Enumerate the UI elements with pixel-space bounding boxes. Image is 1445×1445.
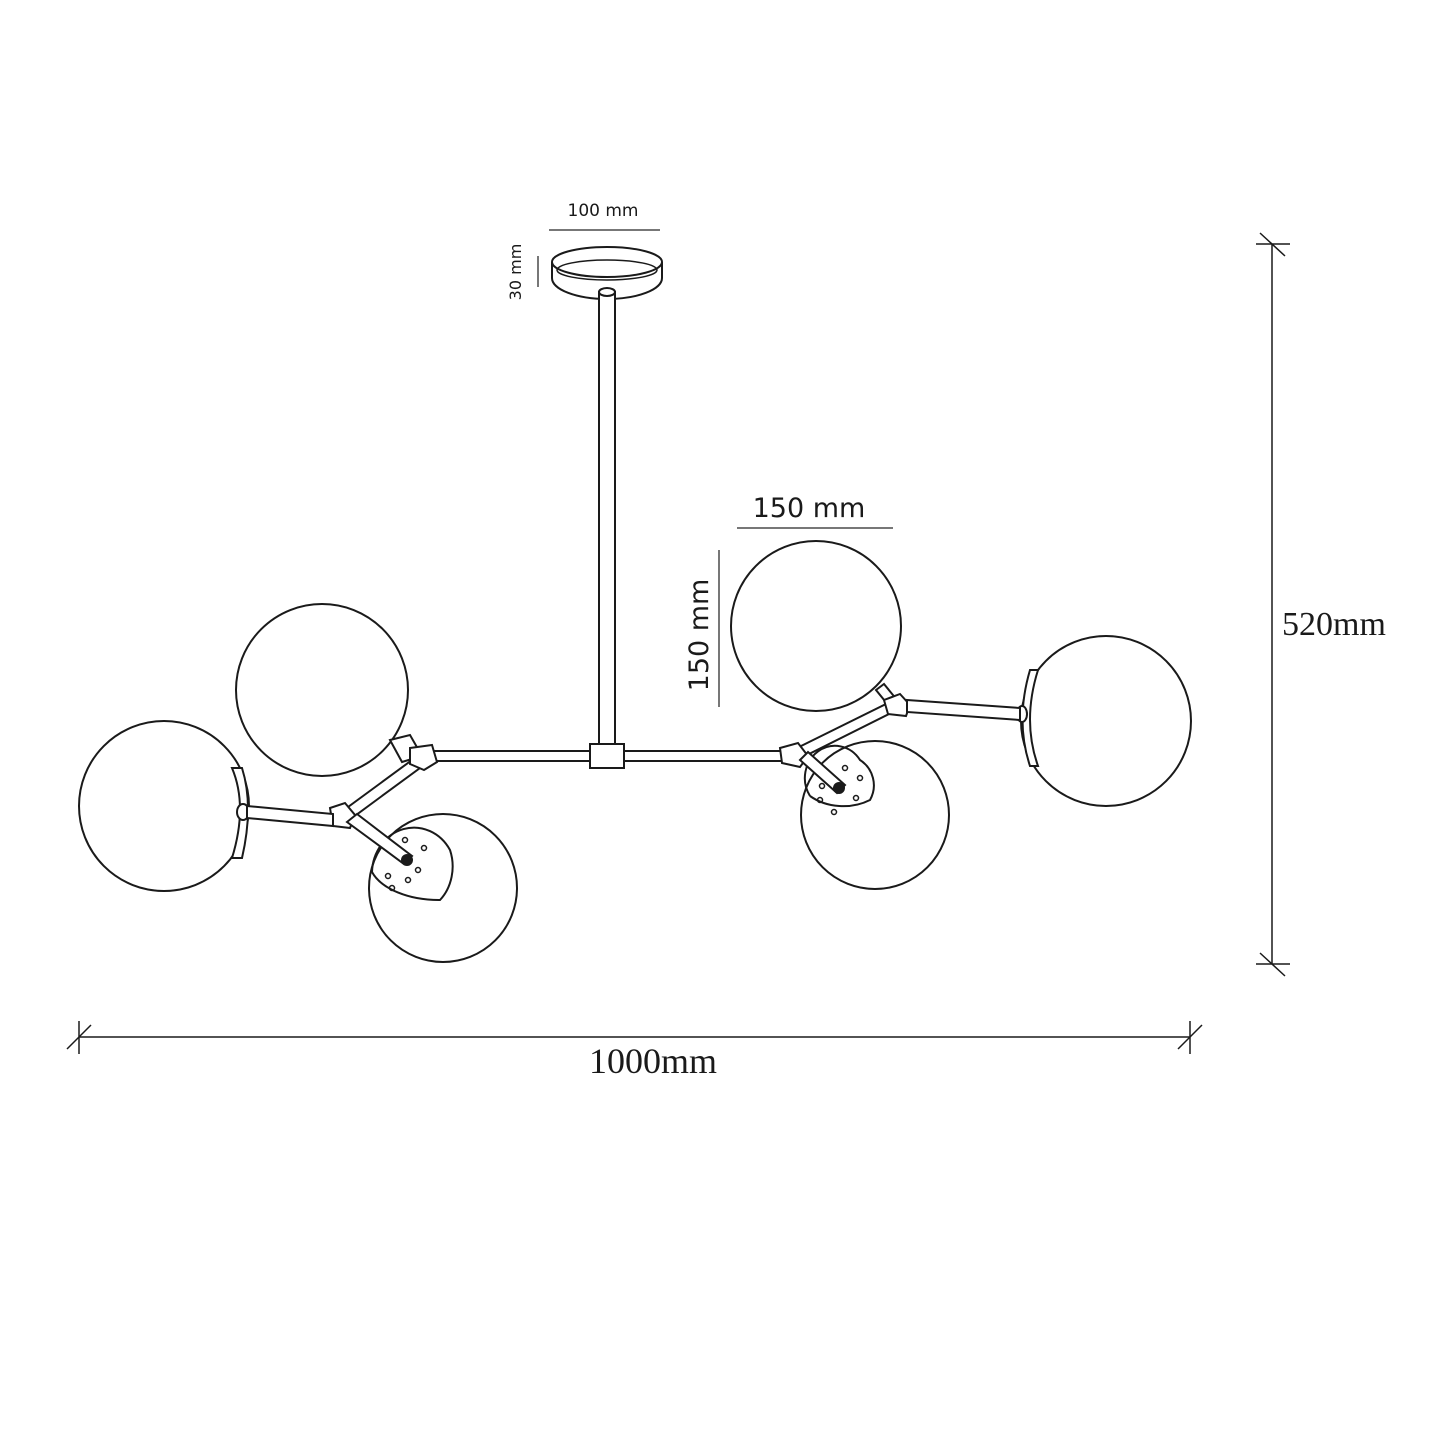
total-width-dimension: 1000mm xyxy=(66,1021,1203,1081)
center-connector xyxy=(589,743,625,769)
globe-upper-left xyxy=(235,603,424,777)
canopy-height-label: 30 mm xyxy=(506,244,525,301)
left-angled-arm xyxy=(328,743,439,830)
canopy-width-dimension: 100 mm xyxy=(549,201,660,231)
globe-height-dimension: 150 mm xyxy=(684,550,720,707)
globe-lower-right xyxy=(798,740,950,890)
globe-width-label: 150 mm xyxy=(753,493,866,524)
total-height-label: 520mm xyxy=(1282,606,1386,643)
canopy-width-label: 100 mm xyxy=(568,201,639,221)
globe-upper-right xyxy=(730,540,902,712)
globe-height-label: 150 mm xyxy=(684,579,715,692)
suspension-rod xyxy=(598,287,616,747)
total-width-label: 1000mm xyxy=(589,1041,717,1081)
horizontal-bar xyxy=(431,743,785,769)
globe-width-dimension: 150 mm xyxy=(737,493,893,529)
total-height-dimension: 520mm xyxy=(1256,232,1386,977)
globe-far-right xyxy=(906,635,1192,807)
canopy-height-dimension: 30 mm xyxy=(506,244,539,301)
globe-far-left xyxy=(78,720,334,892)
globe-lower-left xyxy=(345,812,518,963)
